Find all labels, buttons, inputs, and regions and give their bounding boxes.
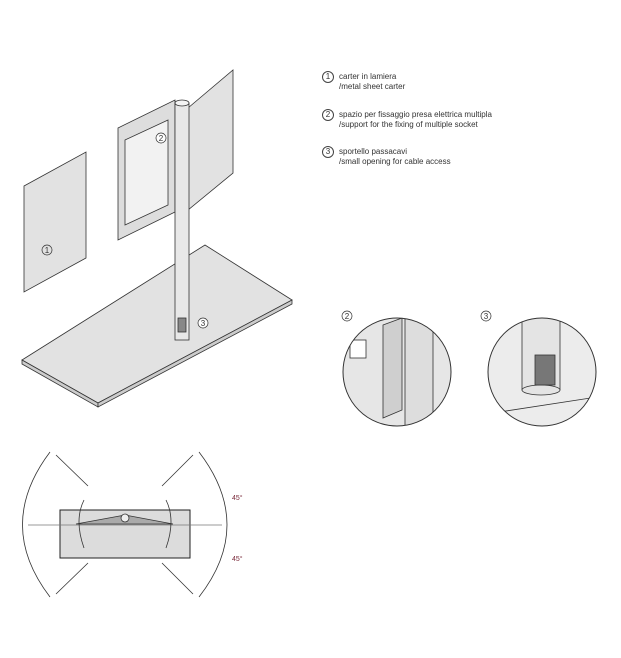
legend-item-3: 3 sportello passacavi /small opening for… bbox=[322, 146, 451, 167]
legend-number-2: 2 bbox=[322, 109, 334, 121]
column bbox=[174, 102, 190, 341]
detail-3-label: 3 bbox=[484, 312, 489, 321]
legend-text-en: /small opening for cable access bbox=[339, 157, 451, 166]
detail-3: 3 bbox=[480, 310, 597, 427]
callout-2: 2 bbox=[159, 134, 164, 143]
detail-2: 2 bbox=[341, 310, 452, 427]
angle-up-label: 45° bbox=[232, 494, 243, 502]
back-panel bbox=[187, 69, 234, 211]
callout-1: 1 bbox=[45, 246, 50, 255]
rotation-diagram bbox=[22, 451, 228, 598]
angle-down-label: 45° bbox=[232, 555, 243, 563]
legend-number-3: 3 bbox=[322, 146, 334, 158]
callout-3: 3 bbox=[201, 319, 206, 328]
legend-text-en: /metal sheet carter bbox=[339, 82, 406, 91]
legend-text-it: carter in lamiera bbox=[339, 72, 397, 81]
legend-text-en: /support for the fixing of multiple sock… bbox=[339, 120, 478, 129]
legend-text-it: sportello passacavi bbox=[339, 147, 408, 156]
legend-item-1: 1 carter in lamiera /metal sheet carter bbox=[322, 71, 406, 92]
legend-number-1: 1 bbox=[322, 71, 334, 83]
metal-sheet-carter bbox=[23, 151, 87, 293]
detail-2-label: 2 bbox=[345, 312, 350, 321]
legend-item-2: 2 spazio per fissaggio presa elettrica m… bbox=[322, 109, 492, 130]
stand-illustration bbox=[21, 69, 293, 408]
legend-text-it: spazio per fissaggio presa elettrica mul… bbox=[339, 110, 492, 119]
